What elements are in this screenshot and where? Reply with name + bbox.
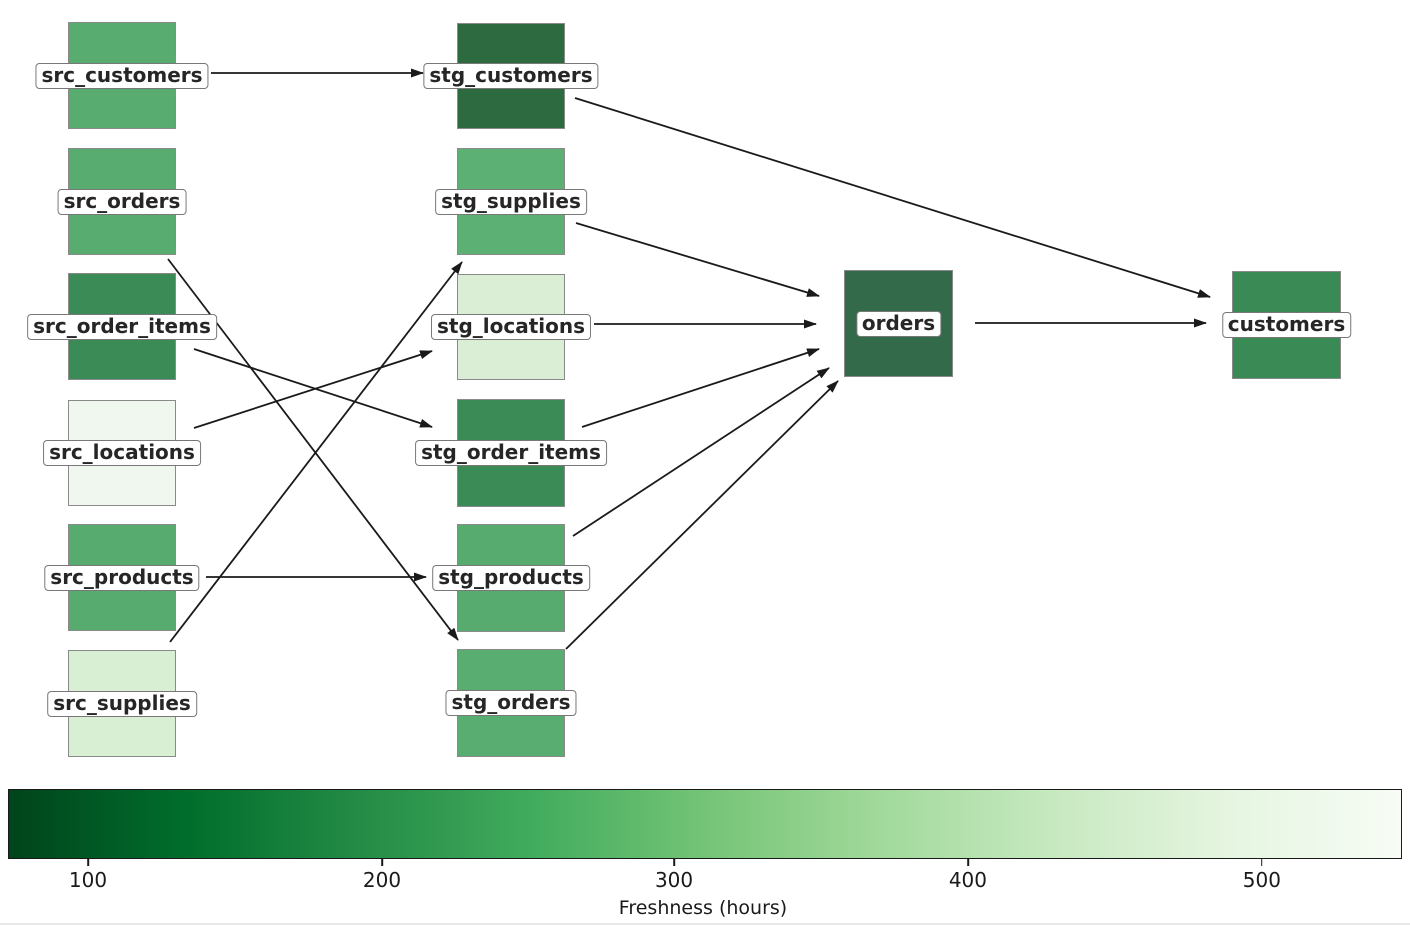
colorbar-tick-label: 200 — [362, 868, 402, 892]
colorbar-tick-label: 300 — [654, 868, 694, 892]
node-label-stg_customers: stg_customers — [423, 63, 599, 89]
node-label-src_orders: src_orders — [57, 188, 187, 215]
node-label-stg_supplies: stg_supplies — [435, 188, 587, 215]
node-label-customers: customers — [1221, 312, 1352, 338]
colorbar-tick — [1261, 859, 1263, 866]
colorbar-tick — [967, 859, 969, 866]
figure-bottom-edge — [0, 923, 1410, 925]
node-label-stg_products: stg_products — [432, 565, 590, 591]
colorbar-tick-label: 100 — [68, 868, 108, 892]
colorbar-tick — [673, 859, 675, 866]
node-label-src_order_items: src_order_items — [27, 313, 217, 340]
node-label-src_customers: src_customers — [35, 62, 209, 89]
node-label-stg_locations: stg_locations — [430, 314, 592, 340]
colorbar-tick-label: 500 — [1242, 868, 1281, 892]
colorbar-axis-label: Freshness (hours) — [618, 897, 788, 919]
node-label-src_products: src_products — [44, 564, 200, 591]
node-label-src_locations: src_locations — [43, 440, 201, 466]
colorbar-tick-label: 400 — [948, 868, 987, 892]
colorbar-tick — [381, 859, 383, 866]
colorbar-tick — [87, 859, 89, 866]
node-label-src_supplies: src_supplies — [47, 690, 197, 717]
node-label-stg_order_items: stg_order_items — [415, 440, 607, 466]
node-label-stg_orders: stg_orders — [445, 690, 577, 716]
colorbar-gradient — [8, 789, 1402, 859]
node-label-orders: orders — [855, 310, 942, 337]
